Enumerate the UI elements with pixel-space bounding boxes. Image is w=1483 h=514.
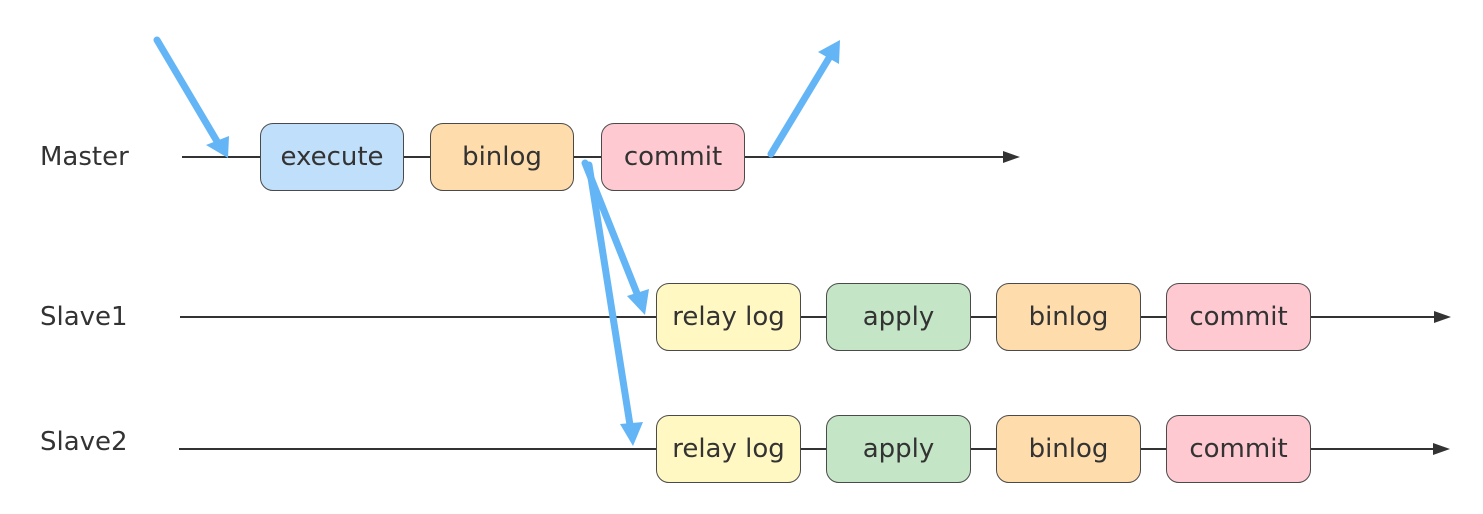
slave1-label: Slave1 — [40, 302, 128, 332]
incoming-request-arrow — [153, 36, 229, 158]
slave2-stage-commit: commit — [1166, 415, 1311, 483]
master-timeline-arrowhead — [1003, 151, 1020, 163]
slave1-stage-binlog: binlog — [996, 283, 1141, 351]
slave1-timeline-arrowhead — [1434, 311, 1451, 323]
slave2-stage-relay-log: relay log — [656, 415, 801, 483]
master-stage-commit: commit — [601, 123, 745, 191]
master-label: Master — [40, 142, 129, 172]
response-arrow — [767, 40, 840, 158]
replicate-to-slave2-arrow — [585, 161, 643, 446]
slave2-stage-binlog: binlog — [996, 415, 1141, 483]
slave2-stage-apply: apply — [826, 415, 971, 483]
master-stage-execute: execute — [260, 123, 404, 191]
slave2-timeline-arrowhead — [1433, 443, 1450, 455]
master-timeline — [182, 156, 1004, 158]
slave1-stage-relay-log: relay log — [656, 283, 801, 351]
slave2-timeline — [179, 448, 1434, 450]
slave2-label: Slave2 — [40, 427, 128, 457]
slave1-timeline — [180, 316, 1435, 318]
slave1-stage-apply: apply — [826, 283, 971, 351]
master-stage-binlog: binlog — [430, 123, 574, 191]
slave1-stage-commit: commit — [1166, 283, 1311, 351]
